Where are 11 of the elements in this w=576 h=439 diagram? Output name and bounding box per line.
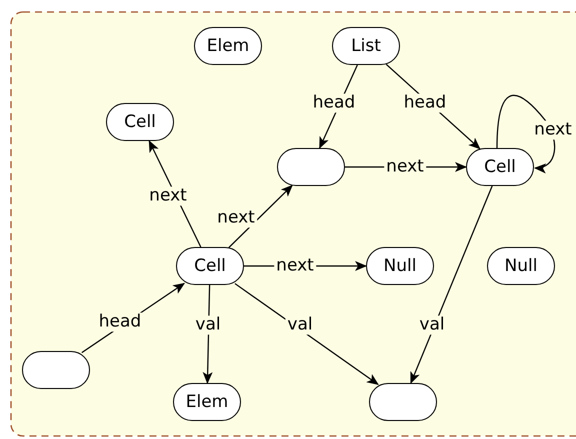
node-label: List bbox=[351, 36, 381, 56]
node-label: Elem bbox=[186, 392, 228, 412]
node-label: Cell bbox=[194, 256, 226, 276]
node-label: Cell bbox=[124, 112, 156, 132]
node-label: Cell bbox=[484, 157, 516, 177]
node-label: Null bbox=[384, 256, 416, 276]
node-label: Elem bbox=[206, 36, 250, 56]
arrow bbox=[228, 184, 293, 248]
arrow bbox=[410, 186, 493, 384]
arrow bbox=[496, 94, 556, 172]
node-label: Null bbox=[504, 256, 538, 276]
